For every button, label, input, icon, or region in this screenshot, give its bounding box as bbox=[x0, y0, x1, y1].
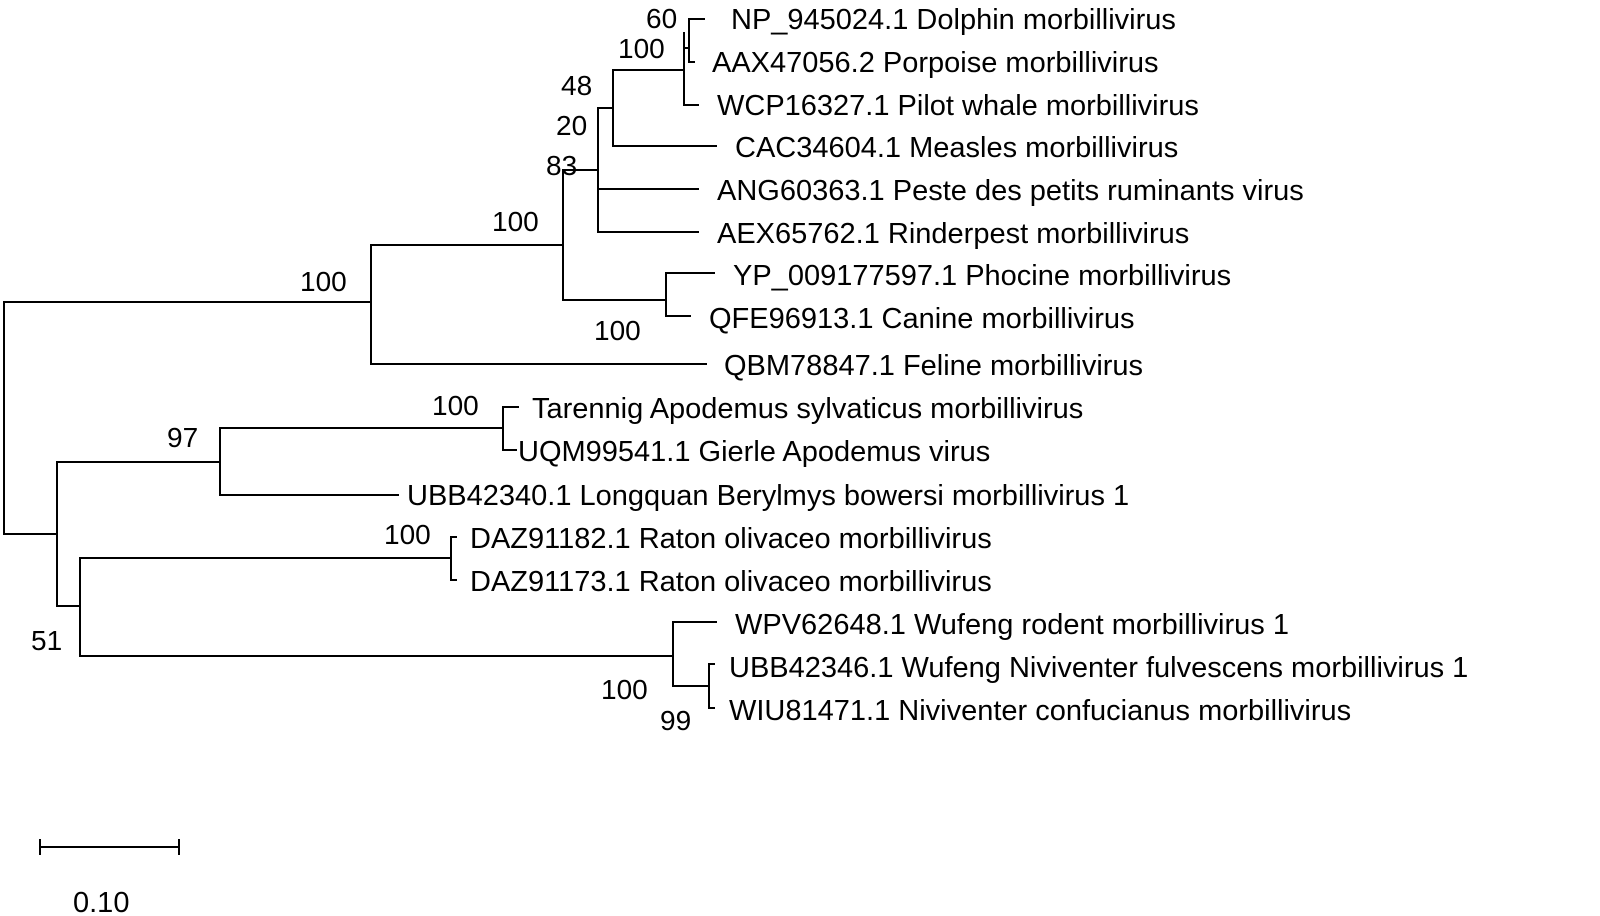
branch bbox=[562, 169, 667, 301]
tip-label: QFE96913.1 Canine morbillivirus bbox=[709, 303, 1135, 335]
support-value: 99 bbox=[660, 705, 691, 736]
tip-label: CAC34604.1 Measles morbillivirus bbox=[735, 132, 1178, 164]
branch bbox=[502, 406, 519, 451]
tip-label: UBB42346.1 Wufeng Niviventer fulvescens … bbox=[729, 652, 1468, 684]
support-value: 20 bbox=[556, 110, 587, 141]
tip-label: WCP16327.1 Pilot whale morbillivirus bbox=[717, 90, 1199, 122]
scale-bar: 0.10 bbox=[39, 839, 180, 916]
tip-labels: NP_945024.1 Dolphin morbillivirus AAX470… bbox=[407, 4, 1468, 727]
tree-branches bbox=[3, 18, 717, 709]
support-value: 60 bbox=[646, 3, 677, 34]
tip-label: ANG60363.1 Peste des petits ruminants vi… bbox=[717, 175, 1304, 207]
tip-label: AAX47056.2 Porpoise morbillivirus bbox=[712, 47, 1159, 79]
tip-label: UBB42340.1 Longquan Berylmys bowersi mor… bbox=[407, 480, 1129, 512]
support-value: 100 bbox=[594, 315, 641, 346]
support-value: 100 bbox=[492, 206, 539, 237]
branch bbox=[56, 461, 221, 607]
branch bbox=[370, 244, 707, 365]
support-value: 48 bbox=[561, 70, 592, 101]
support-value: 100 bbox=[618, 33, 665, 64]
support-value: 100 bbox=[300, 266, 347, 297]
support-values: 60 100 48 20 83 100 100 100 100 97 100 1… bbox=[31, 3, 691, 736]
support-value: 83 bbox=[546, 150, 577, 181]
branch bbox=[665, 272, 715, 317]
scale-bar-line bbox=[39, 839, 180, 855]
branch bbox=[672, 621, 717, 687]
branch bbox=[612, 69, 717, 147]
support-value: 100 bbox=[601, 674, 648, 705]
tip-label: DAZ91182.1 Raton olivaceo morbillivirus bbox=[470, 523, 992, 555]
support-value: 51 bbox=[31, 625, 62, 656]
tip-label: NP_945024.1 Dolphin morbillivirus bbox=[731, 4, 1176, 36]
tip-label: WPV62648.1 Wufeng rodent morbillivirus 1 bbox=[735, 609, 1289, 641]
tip-label: WIU81471.1 Niviventer confucianus morbil… bbox=[729, 695, 1351, 727]
tip-label: UQM99541.1 Gierle Apodemus virus bbox=[518, 436, 990, 468]
tip-label: DAZ91173.1 Raton olivaceo morbillivirus bbox=[470, 566, 992, 598]
branch bbox=[3, 301, 372, 535]
scale-bar-label: 0.10 bbox=[73, 887, 129, 916]
support-value: 100 bbox=[384, 519, 431, 550]
tip-label: QBM78847.1 Feline morbillivirus bbox=[724, 350, 1143, 382]
support-value: 97 bbox=[167, 422, 198, 453]
tip-label: Tarennig Apodemus sylvaticus morbillivir… bbox=[532, 393, 1083, 425]
tip-label: AEX65762.1 Rinderpest morbillivirus bbox=[717, 218, 1189, 250]
tip-label: YP_009177597.1 Phocine morbillivirus bbox=[733, 260, 1231, 292]
support-value: 100 bbox=[432, 390, 479, 421]
branch bbox=[683, 18, 705, 106]
